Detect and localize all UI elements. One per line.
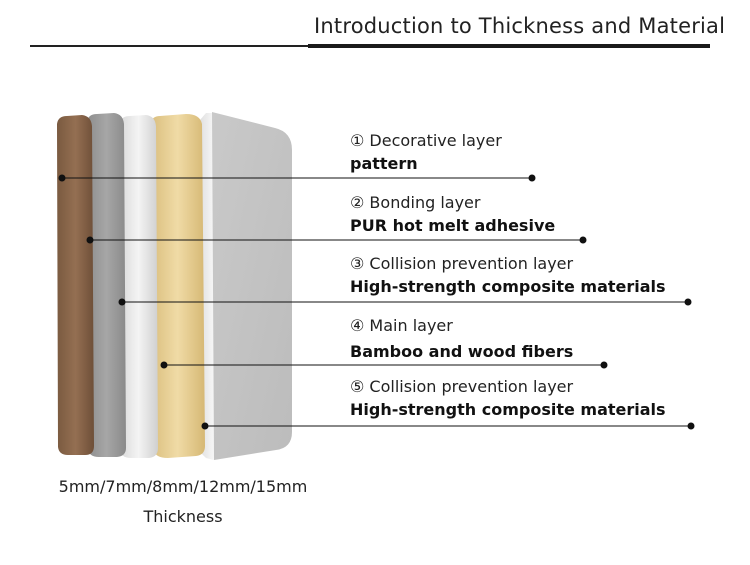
layer-title-2: ② Bonding layer	[350, 193, 481, 212]
leader-dot-3a	[118, 298, 126, 306]
leader-dot-4a	[160, 361, 168, 369]
leader-dot-1a	[58, 174, 66, 182]
layer-title-5: ⑤ Collision prevention layer	[350, 377, 574, 396]
layer-label-2: ② Bonding layer PUR hot melt adhesive	[350, 193, 555, 236]
layer-title-1: ① Decorative layer	[350, 131, 502, 150]
leader-dot-2a	[86, 236, 94, 244]
page-title: Introduction to Thickness and Material	[314, 14, 726, 38]
layer-desc-3: High-strength composite materials	[350, 277, 666, 296]
thickness-values: 5mm/7mm/8mm/12mm/15mm	[58, 477, 308, 496]
panel-back-face	[212, 112, 292, 460]
panel-collision	[119, 115, 158, 458]
layer-label-3: ③ Collision prevention layer High-streng…	[350, 254, 666, 297]
layer-label-5: ⑤ Collision prevention layer High-streng…	[350, 377, 666, 420]
layer-title-3: ③ Collision prevention layer	[350, 254, 574, 273]
layer-label-1: ① Decorative layer pattern	[350, 131, 502, 174]
leader-dot-3b	[684, 298, 692, 306]
title-rule-accent	[308, 44, 710, 48]
panel-main	[150, 114, 205, 458]
layer-label-4: ④ Main layer Bamboo and wood fibers	[350, 316, 573, 362]
layer-desc-4: Bamboo and wood fibers	[350, 342, 574, 361]
leader-dot-4b	[600, 361, 608, 369]
panel-bonding	[87, 113, 126, 457]
leader-dot-1b	[528, 174, 536, 182]
layer-desc-2: PUR hot melt adhesive	[350, 216, 556, 235]
layer-desc-5: High-strength composite materials	[350, 400, 666, 419]
leader-dot-2b	[579, 236, 587, 244]
leader-dot-5b	[687, 422, 695, 430]
layer-title-4: ④ Main layer	[350, 316, 453, 335]
panel-decorative	[57, 115, 94, 455]
layer-desc-1: pattern	[350, 154, 418, 173]
thickness-label: Thickness	[143, 507, 223, 526]
leader-dot-5a	[201, 422, 209, 430]
